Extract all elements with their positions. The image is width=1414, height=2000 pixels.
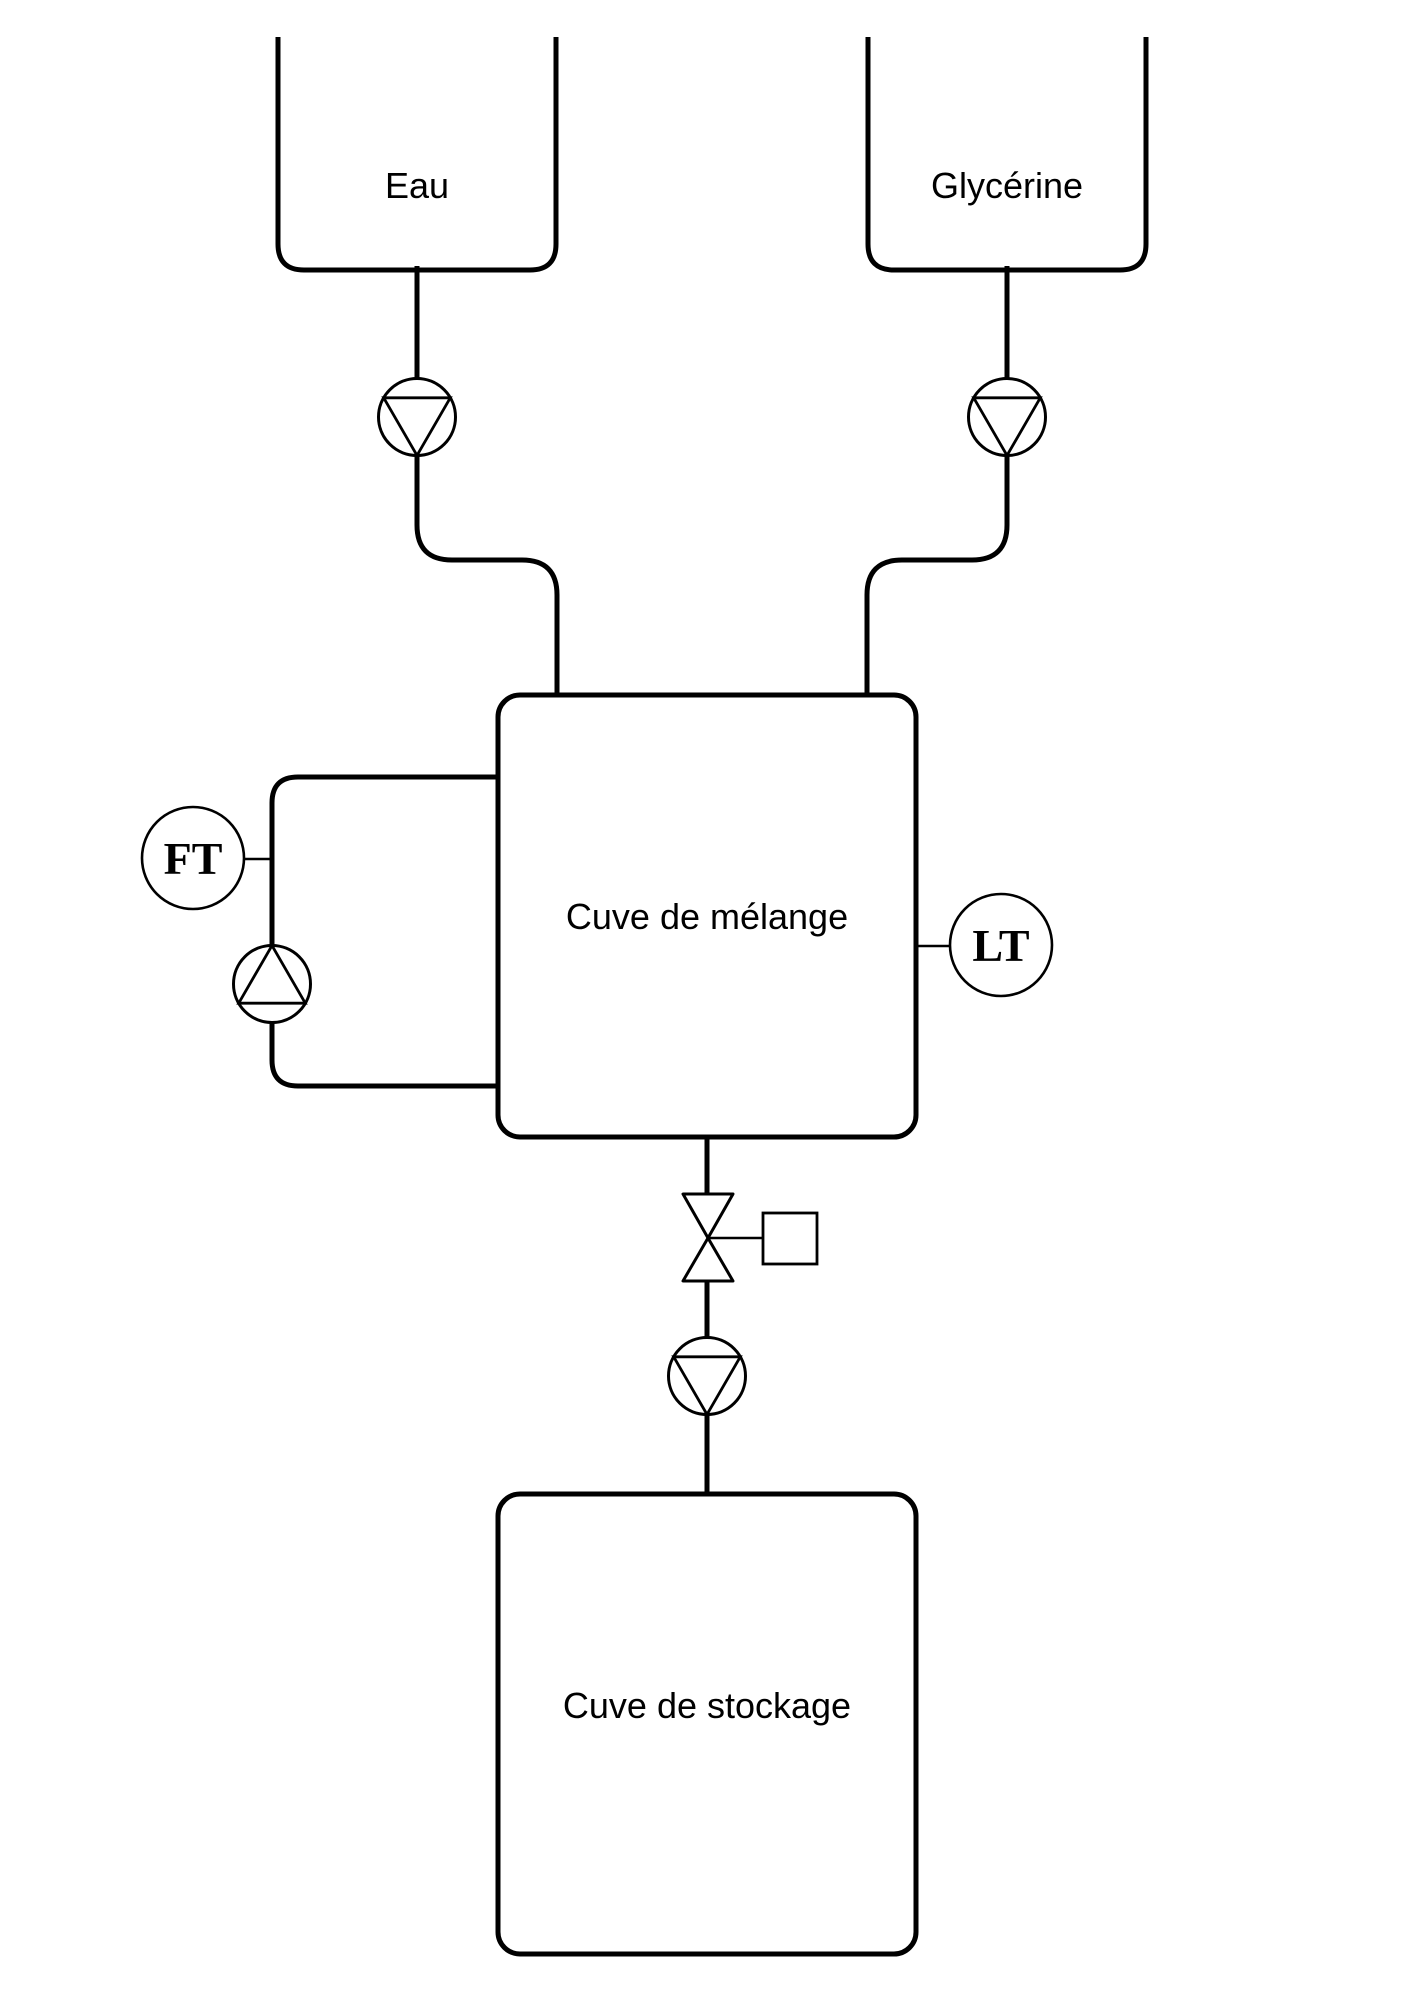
pump-recirculation-body	[232, 944, 312, 1024]
pump-eau-impeller-down	[381, 396, 453, 459]
valve-actuator-box	[761, 1211, 819, 1266]
control-valve-icon	[681, 1192, 819, 1283]
pump-eau-icon	[377, 377, 457, 459]
pump-glycerine-impeller-down	[971, 396, 1043, 459]
tank-mixing-shape	[495, 692, 919, 1140]
flow-transmitter-bubble	[140, 805, 246, 911]
pump-recirculation-impeller-up	[236, 942, 308, 1005]
pump-glycerine-body	[967, 377, 1047, 457]
pipe-recirculation-loop	[269, 774, 500, 1089]
valve-upper-triangle	[681, 1192, 735, 1240]
pump-glycerine-icon	[967, 377, 1047, 459]
pump-transfer-body	[667, 1336, 747, 1416]
pipes	[269, 266, 1010, 1497]
tank-storage-shape	[495, 1491, 919, 1957]
pump-transfer-impeller-down	[671, 1355, 743, 1418]
flow-transmitter-icon: FT	[140, 805, 246, 911]
tank-mixing-label: Cuve de mélange	[566, 896, 848, 937]
pipe-eau-to-mixer	[414, 450, 560, 698]
pump-recirculation-icon	[232, 942, 312, 1024]
tank-storage-label: Cuve de stockage	[563, 1685, 851, 1726]
pipe-glycerine-to-mixer	[864, 450, 1010, 698]
flow-transmitter-tag: FT	[164, 833, 223, 884]
valve-lower-triangle	[681, 1236, 735, 1283]
level-transmitter-icon: LT	[948, 892, 1054, 998]
tank-glycerine-shape	[865, 37, 1149, 273]
pump-transfer-icon	[667, 1336, 747, 1418]
tank-eau-shape	[275, 37, 559, 273]
tank-eau-label: Eau	[385, 165, 449, 206]
pump-eau-body	[377, 377, 457, 457]
level-transmitter-tag: LT	[972, 920, 1029, 971]
tank-glycerine-label: Glycérine	[931, 165, 1083, 206]
level-transmitter-bubble	[948, 892, 1054, 998]
